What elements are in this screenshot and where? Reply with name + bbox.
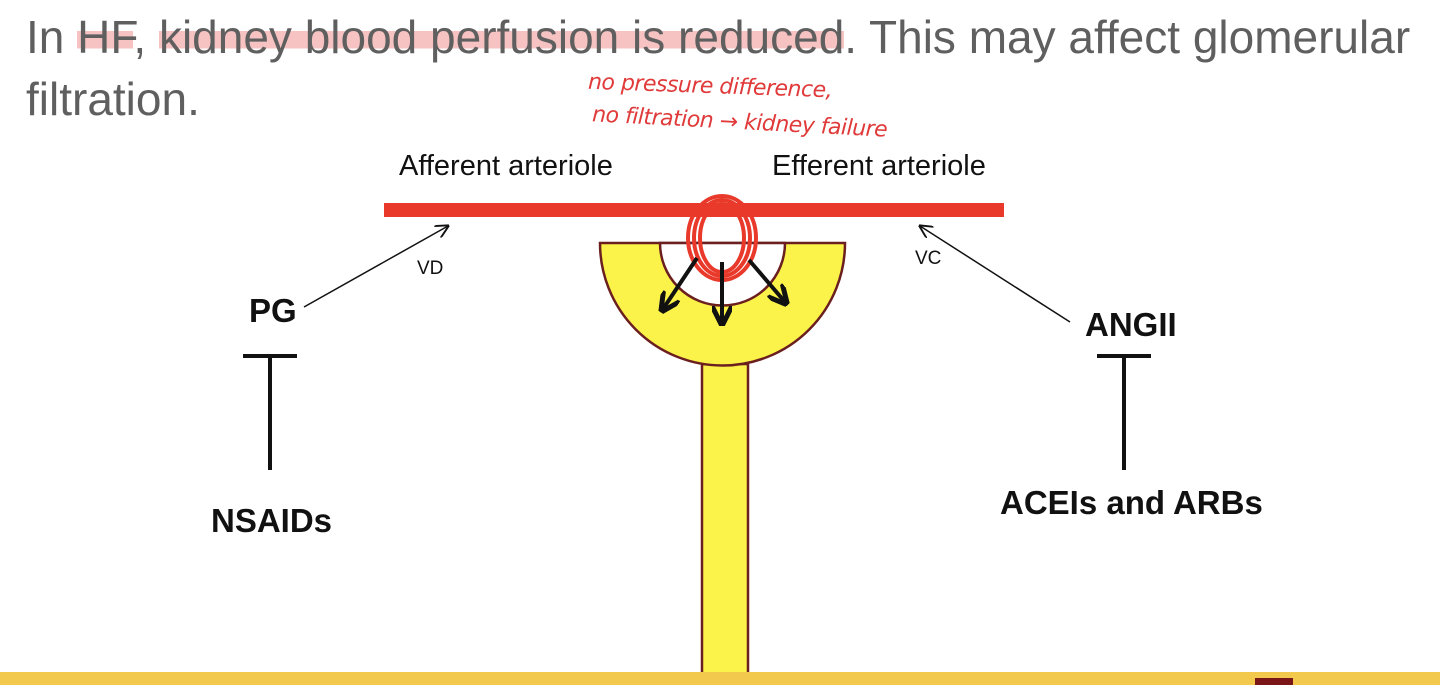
pg-vasodilation-arrow (303, 226, 448, 308)
corner-logo-mark (1255, 678, 1293, 685)
pg-label: PG (249, 292, 297, 329)
heading-highlight-hf: HF (77, 11, 134, 63)
slide-heading: In HF, kidney blood perfusion is reduced… (26, 6, 1426, 130)
heading-text-3: . This may affect glomerular filtration. (26, 11, 1411, 125)
arteriole-vessel (384, 203, 1004, 217)
vasoconstriction-label: VC (915, 248, 942, 269)
renal-tubule (700, 362, 750, 678)
nsaids-label: NSAIDs (211, 502, 333, 539)
nsaid-inhibition-symbol (243, 354, 297, 470)
heading-highlight-perfusion: kidney blood perfusion is reduced (158, 11, 845, 63)
efferent-arteriole-label: Efferent arteriole (772, 150, 986, 182)
afferent-arteriole-label: Afferent arteriole (399, 150, 613, 182)
acei-arbs-label: ACEIs and ARBs (1000, 484, 1263, 521)
vasodilation-label: VD (417, 258, 444, 279)
heading-text-2: , (133, 11, 159, 63)
heading-text-1: In (26, 11, 78, 63)
angii-vasoconstriction-arrow (920, 226, 1071, 323)
filtration-arrows (663, 256, 785, 322)
footer-bar (0, 672, 1440, 685)
angii-label: ANGII (1085, 306, 1177, 343)
acei-inhibition-symbol (1097, 354, 1151, 470)
